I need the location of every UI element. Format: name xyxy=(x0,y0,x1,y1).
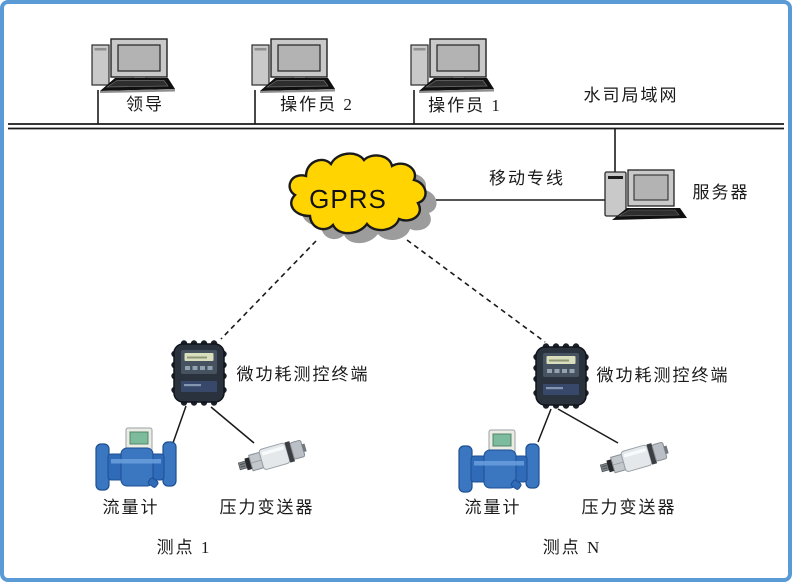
pressure-label-siteN: 压力变送器 xyxy=(581,498,677,517)
terminal1-flowmeter-cable xyxy=(172,405,187,444)
terminal-label-site1: 微功耗测控终端 xyxy=(236,365,370,384)
workstation-label-operator2: 操作员 2 xyxy=(280,95,354,114)
desktop-computer-icon xyxy=(407,37,495,93)
flow-meter-label-siteN: 流量计 xyxy=(464,498,522,517)
flow-meter-label-site1: 流量计 xyxy=(102,498,160,517)
siteN-label: 测点 N xyxy=(542,538,602,557)
site1-label: 测点 1 xyxy=(156,538,212,557)
mobile-line-label: 移动专线 xyxy=(489,169,565,188)
workstation-label-operator1: 操作员 1 xyxy=(428,96,502,115)
desktop-computer-icon xyxy=(248,37,336,93)
server-label: 服务器 xyxy=(692,183,750,202)
terminalN-flowmeter-cable xyxy=(537,408,552,443)
terminalN-pressure-cable xyxy=(557,408,619,444)
rtu-terminal-icon xyxy=(533,343,589,409)
gprs-cloud-icon: GPRS xyxy=(288,152,437,244)
lan-label: 水司局域网 xyxy=(583,86,679,105)
server-computer-icon xyxy=(601,168,689,220)
workstation-label-leader: 领导 xyxy=(126,95,164,114)
flow-meter-icon xyxy=(94,426,178,492)
terminal-label-siteN: 微功耗测控终端 xyxy=(596,366,730,385)
cloud-shape xyxy=(288,152,427,235)
terminal1-pressure-cable xyxy=(210,406,255,444)
rtu-terminal-icon xyxy=(171,340,227,406)
desktop-computer-icon xyxy=(88,37,176,93)
gprs-wireless-link-site1 xyxy=(220,240,317,340)
gprs-wireless-link-siteN xyxy=(406,239,546,343)
flow-meter-icon xyxy=(457,428,541,494)
pressure-label-site1: 压力变送器 xyxy=(219,498,315,517)
cloud-label: GPRS xyxy=(309,184,387,214)
